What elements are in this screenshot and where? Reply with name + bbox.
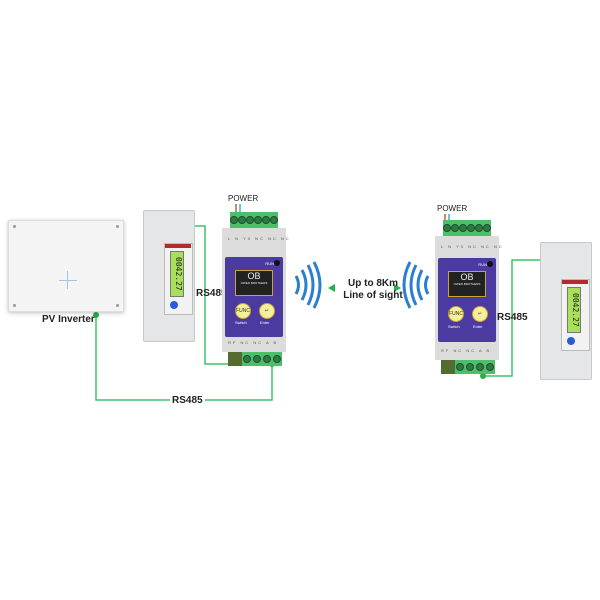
brand-text: OWEN BROTHERS bbox=[453, 282, 481, 286]
energy-meter-left: 0042.27 bbox=[143, 210, 195, 342]
wire-dot bbox=[93, 312, 99, 318]
rs485-label: RS485 bbox=[497, 312, 528, 323]
wire-dot bbox=[480, 373, 486, 379]
logo-text: OB bbox=[247, 271, 261, 281]
signal-waves-left bbox=[294, 261, 322, 309]
enter-label: Enter bbox=[260, 320, 270, 325]
switch-label: Switch bbox=[235, 320, 247, 325]
meter-display: 0042.27 bbox=[170, 251, 184, 297]
func-button[interactable]: FUNC bbox=[235, 303, 251, 319]
meter-header-strip bbox=[562, 280, 588, 284]
top-pin-labels: L N Y0 NC NC NC bbox=[228, 236, 291, 241]
bottom-pin-labels: RF NC NC A B bbox=[441, 348, 492, 353]
pv-inverter bbox=[8, 220, 124, 312]
terminal-block bbox=[443, 220, 491, 236]
terminal-block bbox=[230, 212, 278, 228]
led-label: RUN bbox=[265, 261, 274, 266]
screw bbox=[13, 225, 16, 228]
enter-button[interactable]: ↵ bbox=[259, 303, 275, 319]
screw bbox=[116, 304, 119, 307]
enter-label: Enter bbox=[473, 324, 483, 329]
meter-display: 0042.27 bbox=[567, 287, 581, 333]
func-button[interactable]: FUNC bbox=[448, 306, 464, 322]
led-label: RUN bbox=[478, 262, 487, 267]
antenna-connector bbox=[228, 352, 242, 366]
range-line-2: Line of sight bbox=[343, 290, 403, 301]
screw bbox=[116, 225, 119, 228]
screw bbox=[13, 304, 16, 307]
enter-button[interactable]: ↵ bbox=[472, 306, 488, 322]
bottom-pin-labels: RF NC NC A B bbox=[228, 340, 279, 345]
meter-button[interactable] bbox=[567, 337, 575, 345]
arrow-right-icon bbox=[394, 284, 401, 292]
inverter-emblem bbox=[59, 280, 77, 281]
top-pin-labels: L N Y0 NC NC NC bbox=[441, 244, 504, 249]
terminal-block bbox=[455, 360, 495, 374]
signal-waves-right bbox=[402, 261, 430, 309]
led-indicator bbox=[487, 261, 493, 267]
range-line-1: Up to 8Km bbox=[348, 278, 398, 289]
arrow-left-icon bbox=[328, 284, 335, 292]
meter-header-strip bbox=[165, 244, 191, 248]
pv-inverter-label: PV Inverter bbox=[42, 314, 95, 325]
power-label: POWER bbox=[228, 194, 259, 203]
power-label: POWER bbox=[437, 204, 468, 213]
energy-meter-right: 0042.27 bbox=[540, 242, 592, 380]
rs485-label: RS485 bbox=[196, 288, 227, 299]
logo-text: OB bbox=[460, 272, 474, 282]
terminal-block bbox=[242, 352, 282, 366]
meter-button[interactable] bbox=[170, 301, 178, 309]
rs485-label: RS485 bbox=[170, 395, 205, 406]
brand-text: OWEN BROTHERS bbox=[240, 281, 268, 285]
led-indicator bbox=[274, 260, 280, 266]
switch-label: Switch bbox=[448, 324, 460, 329]
antenna-connector bbox=[441, 360, 455, 374]
